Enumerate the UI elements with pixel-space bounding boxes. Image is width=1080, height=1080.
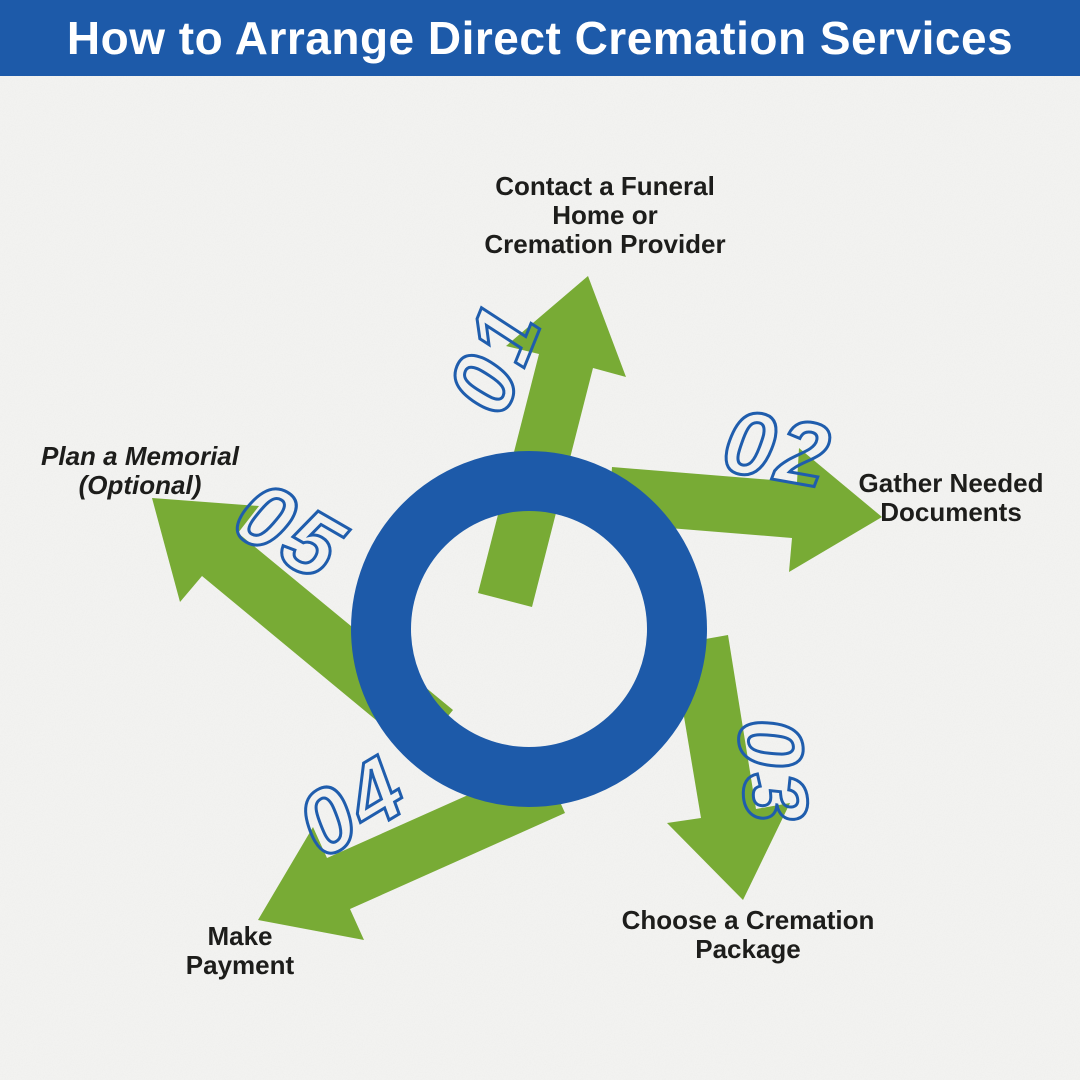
page-title: How to Arrange Direct Cremation Services — [66, 12, 1014, 64]
center-ring-icon — [351, 451, 707, 807]
step-number-2: 02 — [716, 391, 840, 508]
step-label-1: Contact a Funeral Home or Cremation Prov… — [484, 171, 726, 260]
step-label-5: Plan a Memorial (Optional) — [41, 441, 239, 501]
arrow-step-1-icon — [478, 276, 626, 607]
arrow-step-3-icon — [667, 635, 790, 900]
step-number-3: 03 — [718, 714, 827, 830]
step-label-3: Choose a Cremation Package — [621, 905, 875, 965]
step-label-2: Gather Needed Documents — [858, 468, 1044, 528]
arrow-step-2-icon — [608, 448, 882, 572]
arrow-step-4-icon — [258, 762, 565, 940]
header-banner: How to Arrange Direct Cremation Services — [0, 0, 1080, 76]
step-label-4: Make Payment — [185, 921, 295, 981]
